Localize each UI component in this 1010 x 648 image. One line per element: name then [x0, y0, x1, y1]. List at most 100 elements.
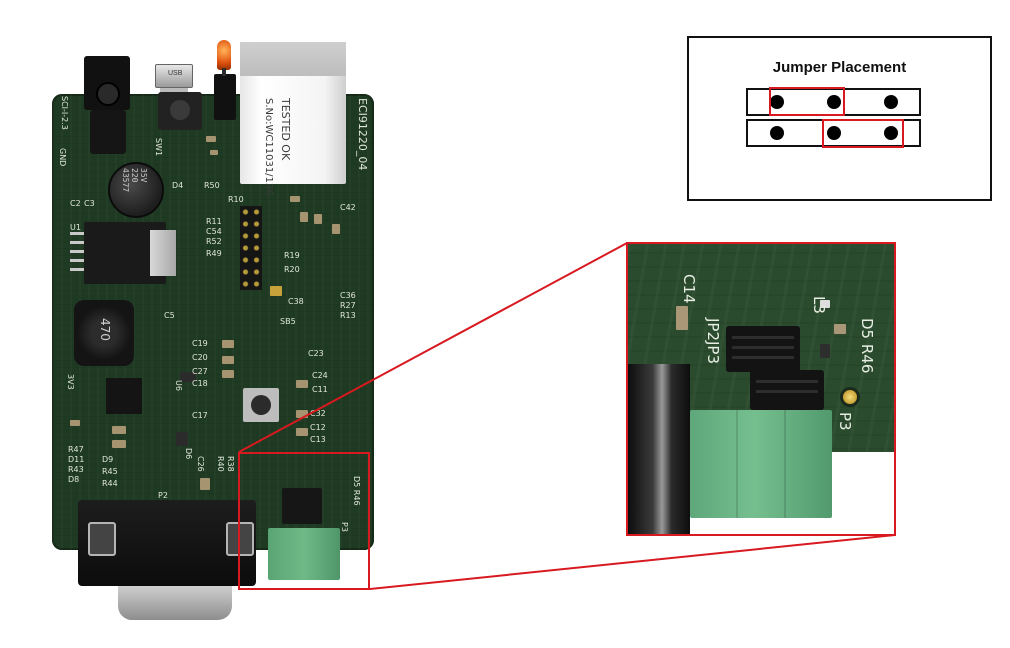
silk-r27: R27 [340, 301, 356, 310]
silk-c38: C38 [288, 297, 304, 306]
inset-mounting-hole [840, 387, 860, 407]
silk-gnd: GND [58, 148, 67, 167]
jumper-block [282, 488, 322, 524]
smd-component [200, 478, 210, 490]
silk-c19: C19 [192, 339, 208, 348]
silk-c20: C20 [192, 353, 208, 362]
inset-silk-jp: JP2JP3 [704, 318, 722, 365]
silk-p2: P2 [158, 491, 168, 500]
silk-c5: C5 [164, 311, 175, 320]
silk-c36: C36 [340, 291, 356, 300]
silk-d6: D6 [184, 448, 193, 460]
silk-r40: R40 [216, 456, 225, 472]
capacitor-label: 35V 220 43577 [121, 168, 148, 193]
smd-component [332, 224, 340, 234]
smd-component [206, 136, 216, 142]
smd-component [112, 426, 126, 434]
sticker-line-2: S.No:WC11031/136 [263, 98, 274, 196]
pin-2-1 [770, 126, 784, 140]
green-terminal-block [268, 528, 340, 580]
diagram-title: Jumper Placement [772, 59, 907, 76]
smd-component [70, 420, 80, 426]
led-leg [222, 68, 226, 76]
silk-c27: C27 [192, 367, 208, 376]
smd-component [180, 372, 196, 382]
inset-jumper-bottom [750, 370, 824, 410]
smd-component [176, 432, 188, 446]
inset-smd-r46 [820, 344, 830, 358]
silk-d9: D9 [102, 455, 114, 464]
silk-c42: C42 [340, 203, 356, 212]
silk-u1: U1 [70, 223, 81, 232]
zoom-line-bottom [369, 534, 896, 590]
silk-c11: C11 [312, 385, 328, 394]
smd-component [222, 340, 234, 348]
silk-c26: C26 [196, 456, 205, 472]
silk-r10: R10 [228, 195, 244, 204]
electrolytic-capacitor [108, 162, 164, 218]
smd-component [314, 214, 322, 224]
usb-label: USB [168, 70, 183, 77]
dc-power-jack [84, 56, 130, 110]
silk-r11: R11 [206, 217, 222, 226]
silk-c13: C13 [310, 435, 326, 444]
silk-c32: C32 [310, 409, 326, 418]
silk-3v3: 3V3 [66, 374, 75, 390]
smd-component [290, 196, 300, 202]
inset-silk-p3: P3 [836, 412, 854, 431]
db9-metal-shell [118, 586, 232, 620]
pin-1-1 [770, 95, 784, 109]
inset-silk-l3: L3 [810, 296, 828, 314]
tactile-button [243, 388, 279, 422]
dc-jack-hole [96, 82, 120, 106]
silk-r38: R38 [226, 456, 235, 472]
silk-c2: C2 [70, 199, 81, 208]
inset-jumper-top [726, 326, 800, 372]
zoom-region-box [238, 452, 370, 590]
db9-screw-right [226, 522, 254, 556]
jumper-highlight-row-1 [769, 87, 845, 116]
pin-1-3 [884, 95, 898, 109]
sticker-line-1: TESTED OK [279, 98, 292, 161]
inset-smd-c14 [676, 306, 688, 330]
silk-c18: C18 [192, 379, 208, 388]
silk-r20: R20 [284, 265, 300, 274]
jumper-highlight-row-2 [822, 119, 904, 148]
ic-chip [106, 378, 142, 414]
tested-ok-sticker: TESTED OK S.No:WC11031/136 [240, 42, 346, 196]
silk-d4: D4 [172, 181, 184, 190]
sticker-metal-cover [240, 42, 346, 76]
silk-u6: U6 [174, 380, 183, 391]
silk-r45: R45 [102, 467, 118, 476]
crystal-component [270, 286, 282, 296]
silk-r47: R47 [68, 445, 84, 454]
orange-led [217, 40, 231, 70]
silk-sb5: SB5 [280, 317, 296, 326]
inset-silk-c14: C14 [680, 274, 698, 304]
silk-r13: R13 [340, 311, 356, 320]
pin-2-2 [827, 126, 841, 140]
silk-c54: C54 [206, 227, 222, 236]
inset-db9-screw [628, 364, 690, 534]
silk-r50: R50 [204, 181, 220, 190]
regulator-pins [70, 232, 84, 276]
silk-c23: C23 [308, 349, 324, 358]
inset-green-terminal [690, 410, 832, 518]
smd-component [300, 212, 308, 222]
inset-silk-d5r46: D5 R46 [858, 318, 876, 374]
silk-r44: R44 [102, 479, 118, 488]
silk-sw: SW1 [154, 138, 163, 157]
silk-r43: R43 [68, 465, 84, 474]
smd-component [210, 150, 218, 155]
silk-c3: C3 [84, 199, 95, 208]
silk-d8: D8 [68, 475, 80, 484]
switch-sw1 [158, 92, 202, 130]
dc-jack-body [90, 110, 126, 154]
silk-c24: C24 [312, 371, 328, 380]
pin-2-3 [884, 126, 898, 140]
jumper-placement-diagram: Jumper Placement [687, 36, 992, 201]
regulator-tab [150, 230, 176, 276]
pin-header [240, 206, 262, 290]
inductor-label: 470 [98, 318, 112, 341]
